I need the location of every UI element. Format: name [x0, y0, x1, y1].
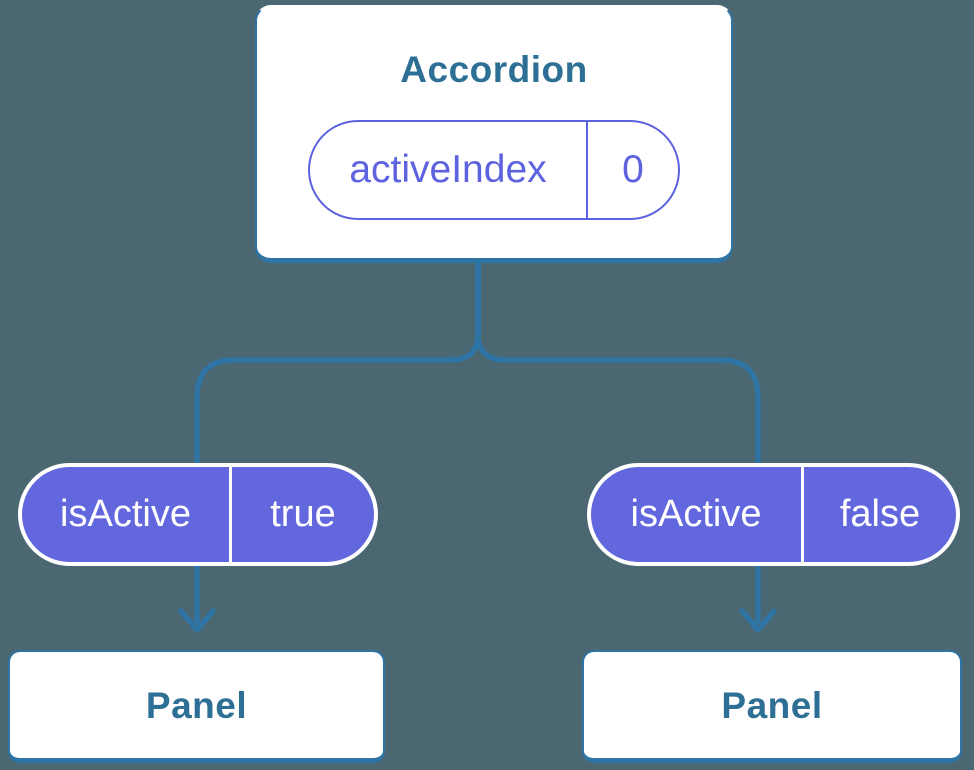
- prop-pill-right-value: false: [839, 493, 921, 535]
- arrow-down-icon: [739, 608, 777, 633]
- state-pill-name: activeIndex: [310, 122, 588, 218]
- state-pill-value: 0: [622, 148, 644, 191]
- prop-pill-right-name: isActive: [591, 467, 804, 562]
- accordion-title: Accordion: [400, 49, 588, 90]
- accordion-node: Accordion activeIndex 0: [255, 5, 733, 263]
- edge-left-line: [194, 261, 481, 624]
- prop-pill-left-value: true: [270, 493, 336, 535]
- panel-right-title: Panel: [721, 684, 823, 726]
- prop-pill-right: isActive false: [587, 463, 960, 566]
- prop-pill-left: isActive true: [18, 463, 378, 566]
- panel-left-title: Panel: [145, 684, 248, 726]
- panel-node-left: Panel: [8, 650, 385, 763]
- panel-node-right: Panel: [582, 650, 962, 763]
- arrow-down-icon: [178, 608, 216, 633]
- prop-pill-left-name: isActive: [22, 467, 232, 562]
- edge-right-line: [475, 261, 761, 624]
- state-pill: activeIndex 0: [308, 120, 680, 220]
